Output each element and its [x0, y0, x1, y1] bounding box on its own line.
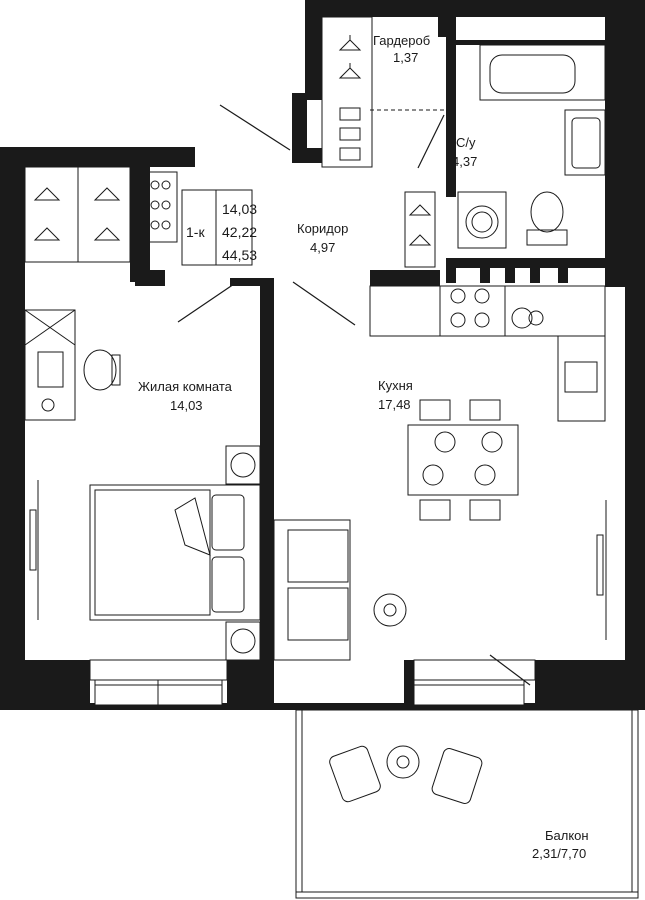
corridor-area: 4,97: [310, 240, 335, 255]
wardrobe-area: 1,37: [393, 50, 418, 65]
balcony: [295, 709, 639, 899]
room-labels: Гардероб 1,37 С/у 4,37 Коридор 4,97 Жила…: [138, 33, 589, 861]
windows: [29, 480, 607, 706]
kitchen-furniture: [273, 285, 606, 661]
shoe-icon: [150, 180, 171, 230]
area-summary-box: 1-к 14,03 42,22 44,53: [181, 189, 257, 266]
bed-icon: [89, 484, 261, 621]
hanger-icon: [33, 187, 121, 241]
balcony-area: 2,31/7,70: [532, 846, 586, 861]
armchair-icon: [329, 745, 483, 804]
corridor-furniture: [146, 171, 436, 268]
stove-icon: [450, 288, 490, 328]
kitchen-name: Кухня: [378, 378, 413, 393]
bathroom-name: С/у: [456, 135, 476, 150]
plant-icon: [373, 593, 407, 627]
living-area: 14,03: [170, 398, 203, 413]
apartment-type: 1-к: [186, 224, 205, 240]
door-icon: [417, 114, 445, 169]
living-name: Жилая комната: [138, 379, 233, 394]
shoe-icon: [339, 107, 361, 161]
chair-icon: [83, 349, 121, 391]
exterior-walls: [0, 0, 645, 710]
total-with-balcony-value: 44,53: [222, 247, 257, 263]
plant-icon: [386, 745, 420, 779]
door-icon: [219, 104, 291, 151]
bathtub-icon: [479, 44, 606, 101]
door-icon: [177, 281, 238, 323]
toilet-icon: [526, 191, 568, 246]
sink-icon: [564, 109, 606, 176]
living-area-value: 14,03: [222, 201, 257, 217]
living-room-furniture: [24, 166, 261, 661]
hanger-icon: [408, 204, 432, 246]
door-icon: [489, 654, 531, 686]
sink-icon: [564, 361, 598, 393]
bedside-table-icon: [225, 445, 261, 661]
bathroom-furniture: [457, 44, 606, 249]
doors: [177, 104, 531, 686]
door-icon: [292, 281, 356, 326]
hanger-icon: [338, 35, 362, 79]
total-area-value: 42,22: [222, 224, 257, 240]
kitchen-area: 17,48: [378, 397, 411, 412]
balcony-name: Балкон: [545, 828, 589, 843]
corridor-name: Коридор: [297, 221, 348, 236]
interior-walls: [130, 17, 625, 670]
table-icon: [407, 399, 519, 521]
wardrobe-furniture: [321, 16, 373, 168]
armchair-icon: [273, 519, 351, 661]
bathroom-area: 4,37: [452, 154, 477, 169]
sink-icon: [511, 307, 544, 329]
washing-machine-icon: [457, 191, 507, 249]
desk-icon: [24, 309, 76, 421]
wardrobe-name: Гардероб: [373, 33, 430, 48]
